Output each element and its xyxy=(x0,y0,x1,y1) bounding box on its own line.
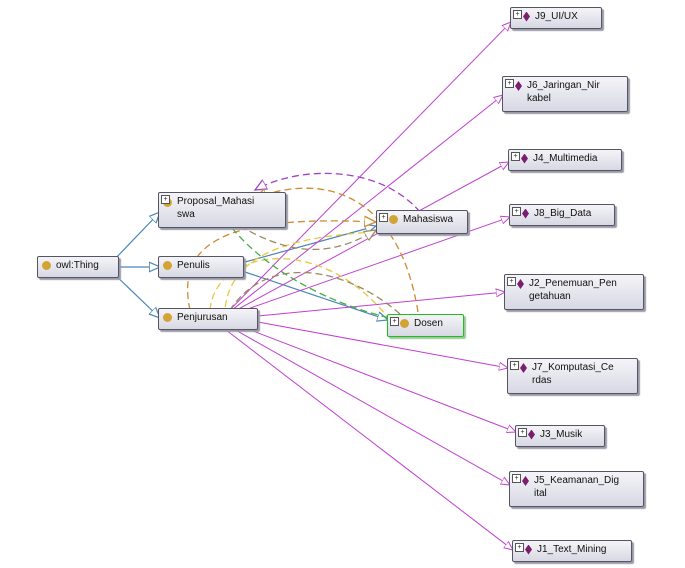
expand-icon[interactable]: + xyxy=(515,543,524,552)
edge-inst-j6 xyxy=(221,95,503,319)
edge-prop-mahasiswa-penjurusan xyxy=(224,231,377,311)
class-label: Mahasiswa xyxy=(403,214,454,225)
class-label-cont: swa xyxy=(177,209,195,220)
class-icon xyxy=(42,261,51,270)
individual-label: J9_UI/UX xyxy=(535,11,578,22)
edge-prop-penjurusan-mahasiswa xyxy=(186,221,376,311)
individual-node-j3[interactable]: + J3_Musik xyxy=(515,425,605,447)
class-label: Penjurusan xyxy=(177,312,228,323)
expand-icon[interactable]: + xyxy=(512,207,521,216)
individual-label: J3_Musik xyxy=(540,429,583,440)
class-node-mahasiswa[interactable]: + Mahasiswa xyxy=(376,210,468,234)
class-icon xyxy=(400,319,409,328)
class-label: Penulis xyxy=(177,260,210,271)
individual-node-j4[interactable]: + J4_Multimedia xyxy=(508,149,622,171)
expand-icon[interactable]: + xyxy=(505,79,514,88)
expand-icon[interactable]: + xyxy=(507,277,516,286)
expand-icon[interactable]: + xyxy=(161,195,170,204)
expand-icon[interactable]: + xyxy=(510,361,519,370)
expand-icon[interactable]: + xyxy=(379,213,388,222)
individual-icon xyxy=(517,279,524,289)
edge-penulis-dosen xyxy=(244,271,388,320)
individual-label: J8_Big_Data xyxy=(534,208,592,219)
individual-icon xyxy=(522,208,529,219)
class-node-penulis[interactable]: Penulis xyxy=(158,256,244,278)
individual-icon xyxy=(520,363,527,373)
individual-node-j2[interactable]: + J2_Penemuan_Pen getahuan xyxy=(504,274,644,310)
expand-icon[interactable]: + xyxy=(518,428,527,437)
individual-label-cont: kabel xyxy=(527,93,551,104)
class-node-owl-thing[interactable]: owl:Thing xyxy=(37,256,119,278)
expand-icon[interactable]: + xyxy=(511,152,520,161)
edge-thing-penjurusan xyxy=(111,271,160,318)
edge-inst-j7 xyxy=(257,321,508,368)
individual-node-j9[interactable]: + J9_UI/UX xyxy=(510,7,602,29)
individual-label-cont: getahuan xyxy=(529,291,571,302)
expand-icon[interactable]: + xyxy=(390,317,399,326)
edge-prop-mahasiswa-proposal xyxy=(255,172,421,213)
individual-label: J2_Penemuan_Pen xyxy=(529,278,617,289)
class-icon xyxy=(389,215,398,224)
individual-node-j1[interactable]: + J1_Text_Mining xyxy=(512,540,632,562)
individual-label: J1_Text_Mining xyxy=(537,544,607,555)
class-node-penjurusan[interactable]: Penjurusan xyxy=(158,308,258,330)
edge-prop-proposal-dosen xyxy=(231,227,391,319)
class-label: Proposal_Mahasi xyxy=(177,196,255,207)
edge-inst-j5 xyxy=(231,327,510,485)
edge-inst-j1 xyxy=(225,329,513,550)
expand-icon[interactable]: + xyxy=(513,10,522,19)
individual-icon xyxy=(528,429,535,440)
class-label: Dosen xyxy=(414,318,443,329)
individual-icon xyxy=(525,544,532,555)
individual-label: J5_Keamanan_Dig xyxy=(534,475,620,486)
edge-prop-dosen-penjurusan xyxy=(229,271,401,315)
individual-icon xyxy=(521,153,528,164)
individual-icon xyxy=(523,11,530,22)
edge-prop-proposal-mahasiswa xyxy=(239,225,376,251)
edge-inst-j9 xyxy=(221,22,511,319)
edge-prop-dosen-proposal xyxy=(255,187,419,313)
class-node-dosen[interactable]: + Dosen xyxy=(387,314,464,337)
edge-prop-penjurusan-dosen xyxy=(209,258,391,321)
edge-inst-j3 xyxy=(239,325,516,432)
individual-label-cont: rdas xyxy=(532,375,552,386)
individual-label: J6_Jaringan_Nir xyxy=(527,80,600,91)
class-label: owl:Thing xyxy=(56,260,99,271)
edge-thing-proposal xyxy=(111,212,160,263)
individual-label-cont: ital xyxy=(534,488,547,499)
individual-node-j8[interactable]: + J8_Big_Data xyxy=(509,204,615,226)
individual-icon xyxy=(522,476,529,486)
individual-label: J7_Komputasi_Ce xyxy=(532,362,614,373)
edge-penulis-mahasiswa xyxy=(244,226,376,263)
class-icon xyxy=(163,313,172,322)
edge-inst-j2 xyxy=(257,292,505,317)
individual-label: J4_Multimedia xyxy=(533,153,598,164)
individual-icon xyxy=(515,81,522,91)
expand-icon[interactable]: + xyxy=(512,474,521,483)
class-icon xyxy=(163,261,172,270)
